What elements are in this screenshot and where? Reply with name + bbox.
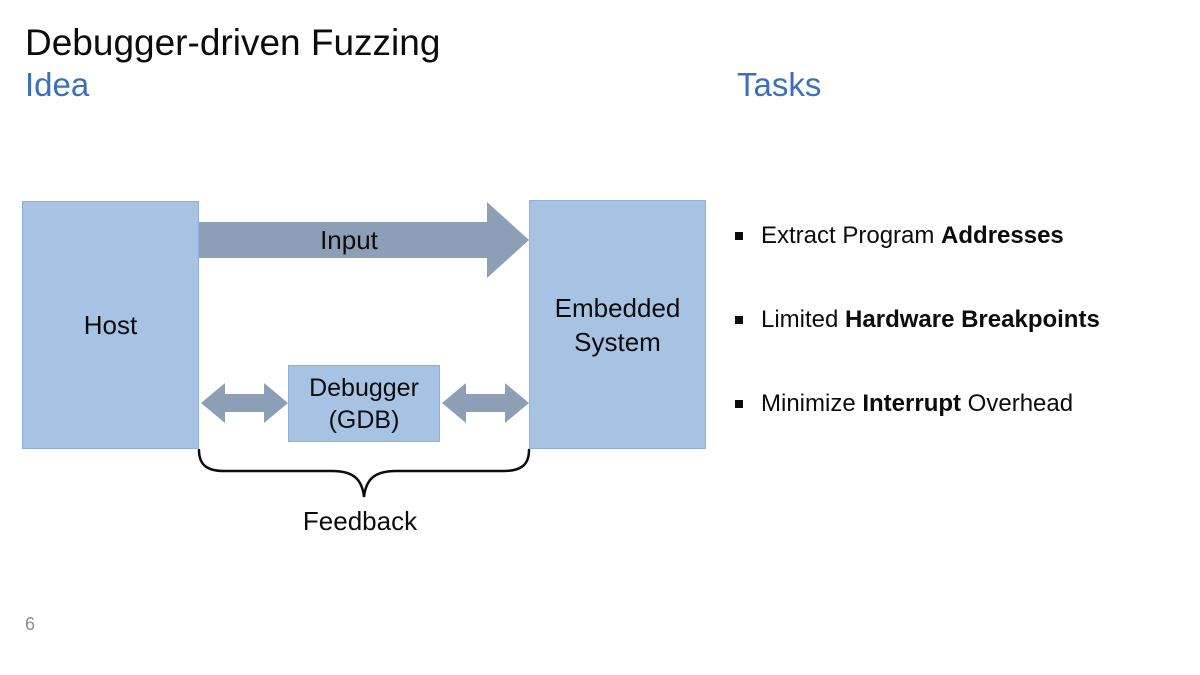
debugger-embedded-double-arrow-icon xyxy=(442,383,529,423)
feedback-brace-icon xyxy=(197,448,531,498)
feedback-label: Feedback xyxy=(302,506,418,536)
section-heading-idea: Idea xyxy=(25,66,90,103)
list-item: Extract Program Addresses xyxy=(735,221,1195,251)
embedded-system-box-label: Embedded System xyxy=(554,292,681,357)
host-debugger-double-arrow-icon xyxy=(201,383,288,423)
tasks-list: Extract Program Addresses Limited Hardwa… xyxy=(735,221,1195,473)
embedded-system-box: Embedded System xyxy=(529,200,706,449)
debugger-box-label: Debugger (GDB) xyxy=(309,373,419,434)
task-text: Limited Hardware Breakpoints xyxy=(761,306,1100,333)
page-title: Debugger-driven Fuzzing xyxy=(25,22,441,63)
input-arrow-label: Input xyxy=(320,225,378,255)
section-heading-tasks: Tasks xyxy=(737,66,822,103)
bullet-square-icon xyxy=(735,232,743,240)
bullet-square-icon xyxy=(735,316,743,324)
list-item: Minimize Interrupt Overhead xyxy=(735,389,1195,419)
task-text: Extract Program Addresses xyxy=(761,222,1064,249)
host-box-label: Host xyxy=(83,309,138,340)
debugger-box: Debugger (GDB) xyxy=(288,365,440,442)
list-item: Limited Hardware Breakpoints xyxy=(735,305,1195,335)
task-text: Minimize Interrupt Overhead xyxy=(761,390,1074,417)
bullet-square-icon xyxy=(735,400,743,408)
page-number: 6 xyxy=(25,614,36,634)
host-box: Host xyxy=(22,201,199,449)
